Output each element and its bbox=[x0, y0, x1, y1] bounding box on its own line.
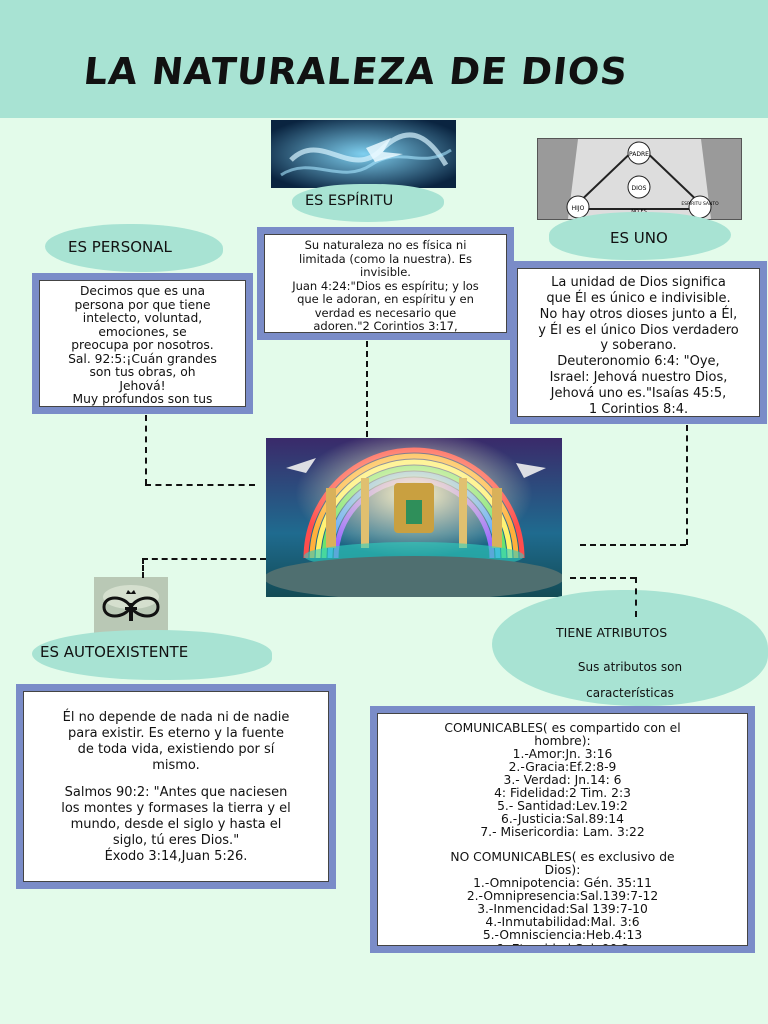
personal-text-line: emociones, se bbox=[98, 324, 187, 339]
trinity-word: DIOS bbox=[632, 185, 647, 192]
personal-text-line: persona por que tiene bbox=[74, 297, 211, 312]
comunicable-item-line: 1.-Amor:Jn. 3:16 bbox=[512, 747, 613, 762]
no-comunicable-item-line: 1.-Omnipotencia: Gén. 35:11 bbox=[473, 876, 652, 891]
espiritu-label-blob bbox=[292, 184, 444, 222]
atributos-label: TIENE ATRIBUTOS bbox=[556, 625, 668, 640]
connector-uno-h bbox=[580, 544, 686, 546]
connector-auto-v bbox=[142, 558, 144, 578]
trinity-word: PADRE bbox=[629, 151, 649, 158]
personal-text-line: Muy profundos son tus bbox=[72, 392, 213, 407]
autoexistente-text-line: Él no depende de nada ni de nadie bbox=[62, 710, 290, 725]
autoexistente-label-blob bbox=[32, 630, 272, 680]
no-comunicable-item-line: 3.-Inmencidad:Sal 139:7-10 bbox=[477, 902, 648, 917]
heavenly-throne-image bbox=[266, 438, 562, 597]
infinity-cross-image bbox=[94, 577, 168, 633]
autoexistente-text-line: mundo, desde el siglo y hasta el bbox=[70, 817, 282, 833]
comunicables-header-line: hombre): bbox=[534, 734, 591, 749]
personal-text-line: Decimos que es una bbox=[79, 284, 206, 298]
connector-atributos-h bbox=[570, 577, 636, 579]
personal-label: ES PERSONAL bbox=[68, 238, 172, 256]
uno-text-line: La unidad de Dios significa bbox=[551, 275, 726, 290]
uno-text-line: Jehová uno es."Isaías 45:5, bbox=[550, 386, 727, 402]
uno-text-line: Israel: Jehová nuestro Dios, bbox=[549, 370, 728, 386]
comunicables-header-line: COMUNICABLES( es compartido con el bbox=[444, 721, 681, 735]
connector-personal-h bbox=[145, 484, 255, 486]
espiritu-text-line: verdad es necesario que bbox=[314, 305, 457, 320]
connector-personal-v bbox=[145, 415, 147, 485]
trinity-word: ESPÍRITU SANTO bbox=[681, 200, 719, 207]
uno-label-blob bbox=[549, 212, 731, 260]
connector-espiritu-v bbox=[366, 341, 368, 437]
header-band bbox=[0, 0, 768, 118]
comunicable-item-line: 4: Fidelidad:2 Tim. 2:3 bbox=[494, 786, 631, 801]
spacer bbox=[28, 773, 324, 785]
no-comunicables-header-line: Dios): bbox=[544, 863, 581, 878]
uno-text-line: y Él es el único Dios verdadero bbox=[538, 322, 739, 338]
espiritu-label: ES ESPÍRITU bbox=[305, 193, 394, 209]
no-comunicable-item-line: 2.-Omnipresencia:Sal.139:7-12 bbox=[466, 889, 659, 904]
atributos-description-line: características bbox=[586, 685, 674, 700]
autoexistente-text-line: para existir. Es eterno y la fuente bbox=[68, 725, 284, 741]
smoke-dove-image bbox=[271, 120, 456, 188]
autoexistente-label: ES AUTOEXISTENTE bbox=[40, 643, 189, 661]
no-comunicable-item-line: 6.-Eternidad:Sal. 90:2 bbox=[382, 942, 743, 945]
comunicable-item-line: 7.- Misericordia: Lam. 3:22 bbox=[480, 825, 645, 840]
autoexistente-text-line: mismo. bbox=[152, 757, 200, 773]
connector-auto-h bbox=[142, 558, 266, 560]
uno-text-line: que Él es único e indivisible. bbox=[546, 290, 731, 306]
personal-text-line: Sal. 92:5:¡Cuán grandes bbox=[68, 351, 217, 366]
espiritu-text-line: limitada (como la nuestra). Es bbox=[299, 251, 472, 266]
page-title: LA NATURALEZA DE DIOS bbox=[81, 50, 631, 93]
uno-text-line: No hay otros dioses junto a Él, bbox=[539, 306, 738, 322]
autoexistente-text-line: de toda vida, existiendo por sí bbox=[77, 741, 275, 757]
autoexistente-text-line: Salmos 90:2: "Antes que naciesen bbox=[64, 785, 288, 801]
no-comunicable-item-line: 4.-Inmutabilidad:Mal. 3:6 bbox=[485, 915, 640, 930]
espiritu-text-line: Juan 4:24:"Dios es espíritu; y los bbox=[292, 278, 479, 293]
personal-text-line: son tus obras, oh bbox=[89, 365, 196, 380]
comunicable-item-line: 3.- Verdad: Jn.14: 6 bbox=[503, 773, 622, 788]
comunicable-item-line: 6.-Justicia:Sal.89:14 bbox=[501, 812, 624, 827]
personal-text-line: preocupa por nosotros. bbox=[71, 338, 214, 353]
autoexistente-text-line: Éxodo 3:14,Juan 5:26. bbox=[104, 848, 248, 864]
no-comunicables-header-line: NO COMUNICABLES( es exclusivo de bbox=[450, 850, 675, 865]
uno-text-line: Deuteronomio 6:4: "Oye, bbox=[557, 354, 720, 370]
personal-label-blob bbox=[45, 224, 223, 272]
espiritu-text-line: adoren."2 Corintios 3:17, bbox=[313, 319, 458, 333]
no-comunicable-item-line: 5.-Omnisciencia:Heb.4:13 bbox=[482, 928, 643, 943]
autoexistente-text-line: los montes y formases la tierra y el bbox=[61, 801, 291, 817]
espiritu-text-line: invisible. bbox=[360, 265, 411, 280]
personal-text-line: intelecto, voluntad, bbox=[82, 311, 203, 326]
comunicable-item-line: 5.- Santidad:Lev.19:2 bbox=[497, 799, 628, 814]
trinity-shield-image: PADRE DIOS HIJO ESPÍRITU SANTO NO ES bbox=[537, 138, 742, 220]
trinity-word: HIJO bbox=[572, 205, 585, 212]
atributos-label-blob bbox=[492, 590, 768, 706]
autoexistente-text-line: siglo, tú eres Dios." bbox=[112, 833, 240, 849]
espiritu-text-line: que le adoran, en espíritu y en bbox=[297, 292, 474, 307]
personal-text-line: Jehová! bbox=[119, 378, 166, 393]
uno-text-line: 1 Corintios 8:4. bbox=[588, 401, 689, 417]
connector-atributos-v bbox=[635, 577, 637, 617]
espiritu-text-line: Su naturaleza no es física ni bbox=[304, 238, 467, 252]
atributos-description-line: Sus atributos son bbox=[577, 660, 683, 674]
uno-text-line: y soberano. bbox=[600, 338, 677, 354]
comunicable-item-line: 2.-Gracia:Ef.2:8-9 bbox=[508, 760, 617, 775]
uno-label: ES UNO bbox=[610, 229, 668, 247]
connector-uno-v bbox=[686, 425, 688, 545]
